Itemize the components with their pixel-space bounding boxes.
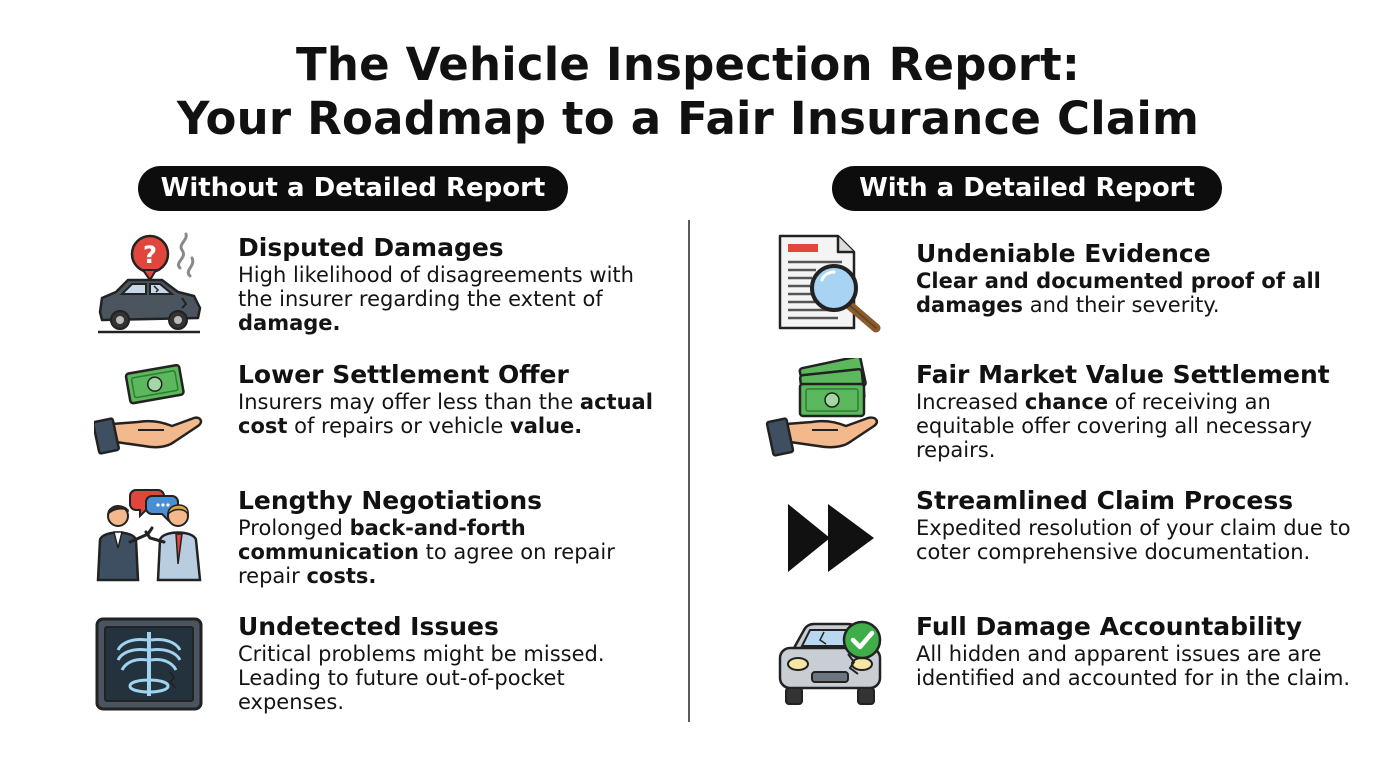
item-description: Prolonged back-and-forth communication t…	[238, 516, 658, 588]
item-description: High likelihood of disagreements with th…	[238, 263, 658, 335]
emphasis-text: back-and-forth communication	[238, 516, 526, 564]
body-text: and their severity.	[1023, 293, 1220, 317]
body-text: High likelihood of disagreements with th…	[238, 263, 634, 311]
page-title: The Vehicle Inspection Report: Your Road…	[0, 38, 1376, 146]
item-description: Expedited resolution of your claim due t…	[916, 516, 1356, 564]
xray-scan-icon	[94, 616, 204, 712]
emphasis-text: damage.	[238, 311, 341, 335]
hand-holding-cash-icon	[94, 362, 206, 460]
emphasis-text: chance	[1024, 390, 1109, 414]
item-title: Lower Settlement Offer	[238, 360, 569, 389]
body-text: Increased	[916, 390, 1025, 414]
item-description: All hidden and apparent issues are are i…	[916, 642, 1356, 690]
body-text: of repairs or vehicle	[287, 414, 511, 438]
without-report-heading: Without a Detailed Report	[138, 166, 568, 211]
item-description: Clear and documented proof of all damage…	[916, 269, 1356, 317]
item-description: Insurers may offer less than the actual …	[238, 390, 658, 438]
emphasis-text: Clear and documented proof of all damage…	[916, 269, 1321, 317]
arguing-people-icon	[92, 484, 206, 588]
emphasis-text: actual cost	[238, 390, 653, 438]
item-title: Full Damage Accountability	[916, 612, 1302, 641]
item-title: Lengthy Negotiations	[238, 486, 543, 515]
column-divider	[688, 220, 690, 722]
body-text: Insurers may offer less than the	[238, 390, 580, 414]
item-description: Increased chance of receiving an equitab…	[916, 390, 1356, 462]
item-title: Undeniable Evidence	[916, 239, 1211, 268]
body-text: All hidden and apparent issues are are i…	[916, 642, 1351, 690]
document-magnifier-icon	[776, 232, 884, 334]
with-report-heading: With a Detailed Report	[832, 166, 1222, 211]
item-description: Critical problems might be missed. Leadi…	[238, 642, 658, 714]
title-line-1: The Vehicle Inspection Report:	[295, 38, 1081, 91]
body-text: of receiving an equitable offer covering…	[916, 390, 1313, 462]
damaged-car-question-icon: ?	[94, 232, 206, 336]
car-check-icon	[774, 618, 886, 710]
body-text: Expedited resolution of your claim due t…	[916, 516, 1351, 564]
emphasis-text: costs.	[306, 564, 377, 588]
item-title: Streamlined Claim Process	[916, 486, 1294, 515]
emphasis-text: value.	[510, 414, 583, 438]
body-text: Prolonged	[238, 516, 350, 540]
hand-holding-cash-stack-icon	[764, 358, 886, 462]
body-text: to agree on repair repair	[238, 540, 615, 588]
body-text: Critical problems might be missed. Leadi…	[238, 642, 605, 714]
item-title: Disputed Damages	[238, 233, 504, 262]
title-line-2: Your Roadmap to a Fair Insurance Claim	[176, 92, 1200, 145]
fast-forward-icon	[786, 502, 876, 574]
svg-text:?: ?	[143, 241, 157, 269]
item-title: Undetected Issues	[238, 612, 499, 641]
item-title: Fair Market Value Settlement	[916, 360, 1330, 389]
